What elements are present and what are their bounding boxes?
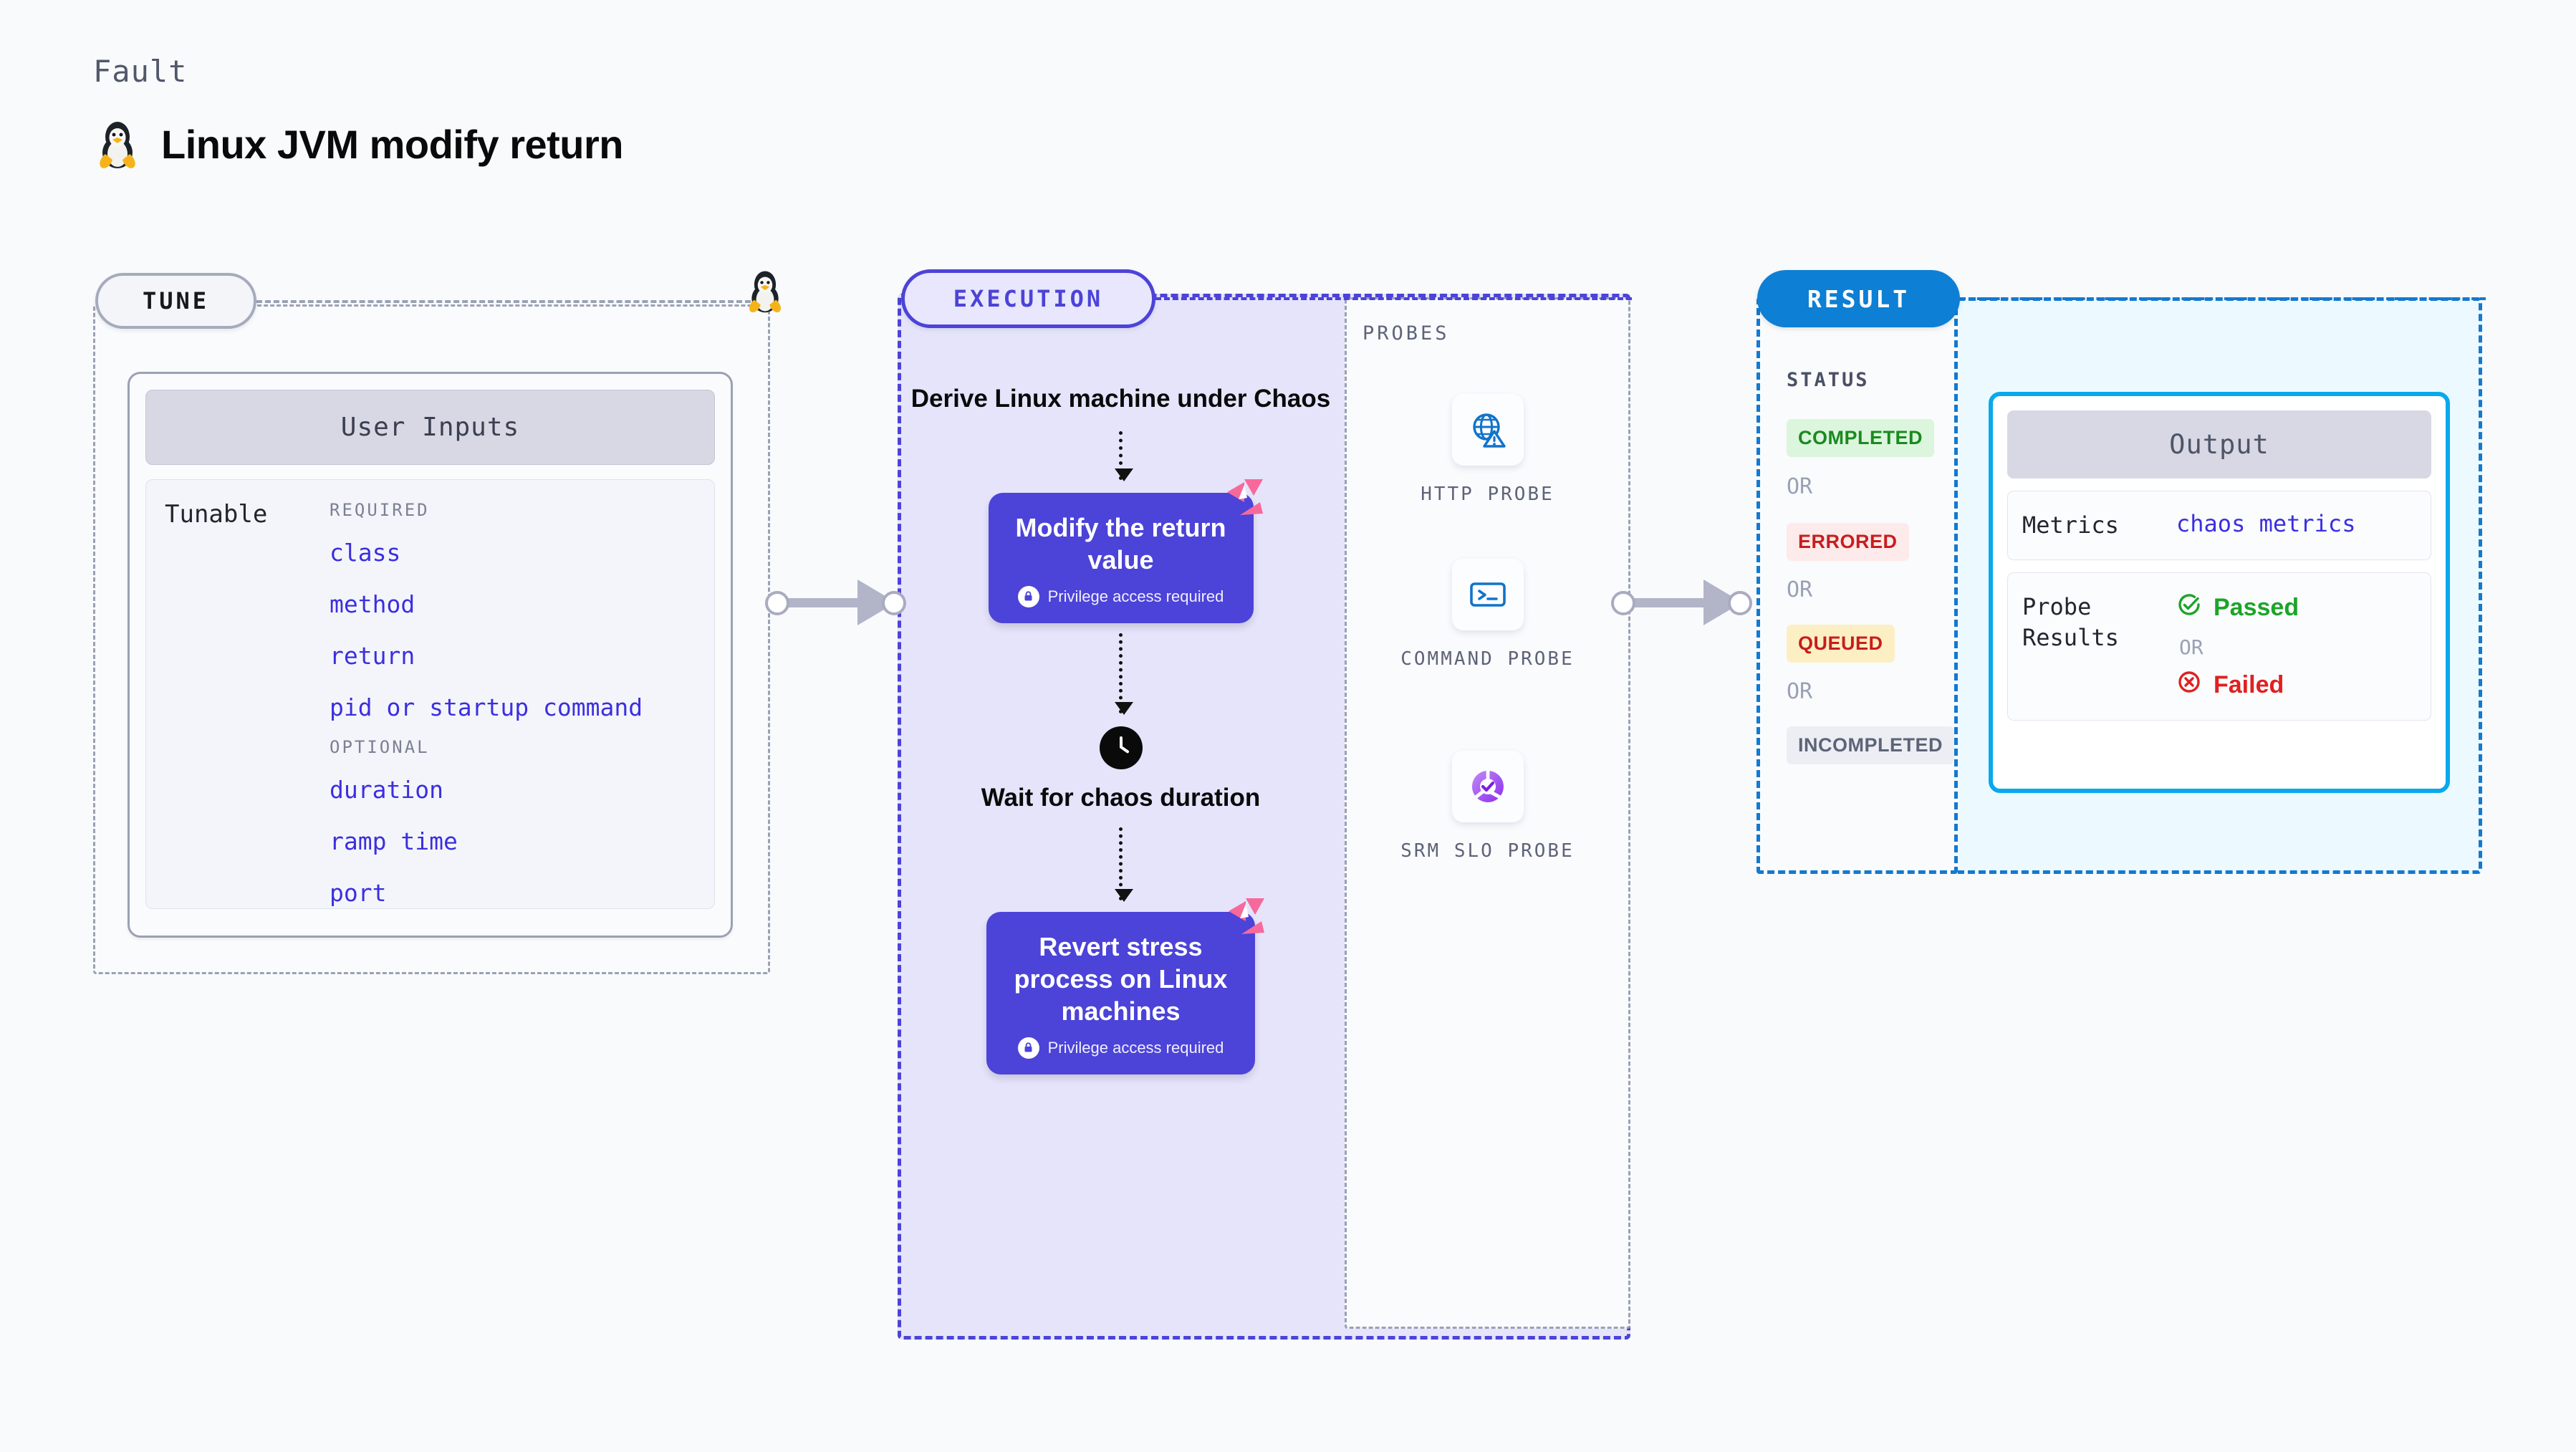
execution-card-modify-return[interactable]: Modify the return value Privilege access… [988,479,1263,623]
wait-step-label: Wait for chaos duration [981,783,1261,812]
execution-card-2-privilege-text: Privilege access required [1047,1038,1224,1057]
param-class[interactable]: class [330,539,401,567]
user-inputs-title: User Inputs [145,390,715,465]
probe-command[interactable]: COMMAND PROBE [1345,559,1630,672]
probe-srm-slo-label: SRM SLO PROBE [1400,840,1575,862]
optional-label: OPTIONAL [330,737,430,757]
lock-icon [1017,1037,1039,1059]
linux-penguin-marker-icon [745,268,785,317]
status-badge-errored: ERRORED [1787,523,1909,561]
status-badge-queued: QUEUED [1787,625,1895,663]
probe-result-passed-label: Passed [2214,594,2299,622]
clock-icon [1099,726,1143,769]
chaos-mark-icon [1224,895,1269,937]
page-eyebrow: Fault [93,54,188,89]
execution-card-2-title: Revert stress process on Linux machines [1014,931,1228,1026]
execution-card-2-privilege: Privilege access required [1008,1037,1234,1059]
connector-tune-to-execution [765,577,906,628]
status-or-2: OR [1787,577,1813,602]
probe-result-or: OR [2179,635,2203,660]
tunable-params: REQUIRED class method return pid or star… [330,500,643,907]
probe-result-failed: Failed [2176,669,2299,701]
status-or-1: OR [1787,474,1813,499]
execution-card-revert-stress[interactable]: Revert stress process on Linux machines … [986,898,1264,1074]
lock-icon [1017,585,1039,607]
output-card: Output Metrics chaos metrics Probe Resul… [1989,392,2450,793]
page-title-row: Linux JVM modify return [95,118,624,170]
execution-card-1-privilege-text: Privilege access required [1047,587,1224,605]
page-title: Linux JVM modify return [161,121,624,167]
output-row-probe-results: Probe Results Passed OR [2007,572,2431,721]
param-return[interactable]: return [330,642,415,670]
result-status-panel [1756,297,1958,874]
tunable-section: Tunable REQUIRED class method return pid… [145,479,715,909]
param-duration[interactable]: duration [330,776,443,804]
result-dash-line [1960,297,2486,300]
status-badge-completed: COMPLETED [1787,419,1935,457]
metrics-value[interactable]: chaos metrics [2176,510,2356,537]
metrics-key: Metrics [2022,511,2119,539]
probe-results-key: Probe Results [2022,593,2119,652]
execution-dash-line [1155,297,1632,300]
output-row-metrics: Metrics chaos metrics [2007,491,2431,561]
param-port[interactable]: port [330,879,387,907]
probe-command-label: COMMAND PROBE [1400,648,1575,670]
param-ramp-time[interactable]: ramp time [330,827,458,855]
probe-result-passed: Passed [2176,592,2299,624]
flow-arrow-1 [1115,431,1133,481]
linux-penguin-icon [95,118,140,170]
probes-title: PROBES [1363,322,1450,345]
stage-pill-result[interactable]: RESULT [1757,270,1960,327]
stage-pill-tune[interactable]: TUNE [95,273,256,329]
execution-card-1-privilege: Privilege access required [1010,585,1232,607]
output-title: Output [2007,410,2431,479]
x-circle-icon [2176,669,2202,701]
param-pid-or-startup-command[interactable]: pid or startup command [330,693,643,721]
derive-step-label: Derive Linux machine under Chaos [910,385,1331,413]
status-title: STATUS [1787,369,1870,391]
globe-warning-icon [1451,394,1524,466]
status-or-3: OR [1787,679,1813,704]
param-method[interactable]: method [330,590,415,618]
execution-flow: Derive Linux machine under Chaos Modify … [898,337,1344,1074]
execution-card-1-title: Modify the return value [1015,512,1226,574]
connector-execution-to-result [1611,577,1752,628]
required-label: REQUIRED [330,500,430,520]
stage-pill-execution[interactable]: EXECUTION [901,269,1155,328]
probe-http[interactable]: HTTP PROBE [1345,394,1630,507]
probe-results-values: Passed OR Failed [2176,592,2299,701]
chaos-mark-icon [1223,476,1267,518]
probe-result-failed-label: Failed [2214,671,2284,699]
status-badge-incompleted: INCOMPLETED [1787,726,1955,764]
probe-srm-slo[interactable]: SRM SLO PROBE [1345,751,1630,864]
probe-http-label: HTTP PROBE [1421,484,1554,505]
slo-donut-check-icon [1451,751,1524,822]
user-inputs-card: User Inputs Tunable REQUIRED class metho… [128,372,733,938]
tune-dash-line [256,300,751,303]
flow-arrow-2 [1115,633,1133,715]
terminal-icon [1451,559,1524,630]
flow-arrow-3 [1115,827,1133,902]
check-circle-icon [2176,592,2202,624]
tunable-label: Tunable [165,500,268,529]
